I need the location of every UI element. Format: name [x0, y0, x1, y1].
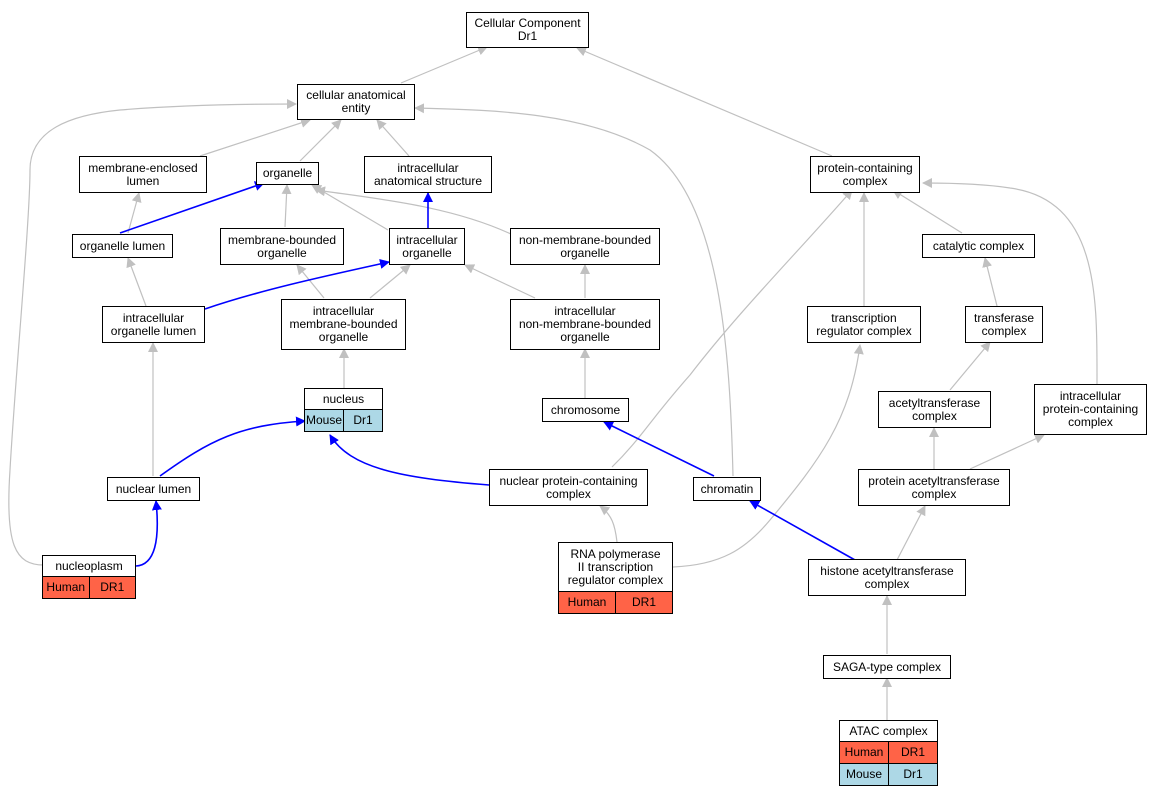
node-nuclear-lumen[interactable]: nuclear lumen — [107, 477, 200, 501]
species-mouse: Mouse — [840, 764, 888, 785]
node-intracellular-protein-containing-complex[interactable]: intracellular protein-containing complex — [1034, 384, 1147, 435]
edge-highlight-chromatin-chromosome — [603, 421, 715, 477]
atac-mouse-row: Mouse Dr1 — [839, 763, 938, 786]
nucleus-species-row: Mouse Dr1 — [304, 409, 383, 432]
edge-acetyl-trans — [949, 341, 991, 391]
node-membrane-enclosed-lumen[interactable]: membrane-enclosed lumen — [79, 156, 207, 193]
node-transcription-regulator-complex[interactable]: transcription regulator complex — [807, 306, 921, 343]
species-mouse: Mouse — [305, 410, 343, 431]
edge-nmbo-organelle — [315, 186, 514, 236]
node-organelle[interactable]: organelle — [256, 162, 319, 185]
species-human: Human — [840, 742, 888, 763]
gene-dr1: Dr1 — [343, 410, 382, 431]
species-human: Human — [559, 592, 615, 613]
edge-rnap-npcc — [599, 505, 618, 543]
node-transferase-complex[interactable]: transferase complex — [965, 306, 1043, 343]
edge-iol-ol — [126, 257, 147, 307]
node-nuclear-protein-containing-complex[interactable]: nuclear protein-containing complex — [489, 469, 648, 506]
edge-nucleoplasm-cae — [8, 99, 297, 566]
edge-ias-cae — [376, 119, 410, 157]
edge-highlight-nucleoplasm-nl — [135, 500, 162, 567]
edge-ol-mel — [127, 192, 142, 234]
node-cellular-component[interactable]: Cellular Component Dr1 — [466, 12, 589, 48]
node-rna-polymerase-ii-transcription-regulator-complex[interactable]: RNA polymerase II transcription regulato… — [558, 542, 673, 593]
edge-imbo-io — [369, 264, 411, 299]
edge-ipcc-pcc — [922, 178, 1098, 385]
node-chromatin[interactable]: chromatin — [693, 477, 761, 501]
edge-trans-cat — [982, 257, 998, 307]
edge-cae-cc — [400, 45, 488, 84]
node-catalytic-complex[interactable]: catalytic complex — [922, 234, 1035, 258]
node-nucleoplasm[interactable]: nucleoplasm — [42, 555, 136, 578]
nucleoplasm-species-row: Human DR1 — [42, 576, 136, 599]
gene-dr1: Dr1 — [888, 764, 937, 785]
edge-highlight-nl-nucleus — [159, 416, 306, 477]
node-membrane-bounded-organelle[interactable]: membrane-bounded organelle — [220, 228, 344, 265]
gene-dr1: DR1 — [88, 577, 135, 598]
node-cellular-anatomical-entity[interactable]: cellular anatomical entity — [297, 84, 415, 120]
node-intracellular-organelle-lumen[interactable]: intracellular organelle lumen — [102, 306, 205, 343]
node-protein-containing-complex[interactable]: protein-containing complex — [810, 156, 920, 193]
gene-dr1: DR1 — [615, 592, 672, 613]
edge-organelle-cae — [299, 119, 342, 162]
node-non-membrane-bounded-organelle[interactable]: non-membrane-bounded organelle — [510, 228, 660, 265]
species-human: Human — [43, 577, 89, 598]
gene-dr1: DR1 — [888, 742, 937, 763]
node-protein-acetyltransferase-complex[interactable]: protein acetyltransferase complex — [858, 469, 1010, 506]
node-nucleus[interactable]: nucleus — [304, 388, 383, 411]
edge-cat-pcc — [892, 189, 963, 234]
node-chromosome[interactable]: chromosome — [542, 398, 629, 422]
node-intracellular-membrane-bounded-organelle[interactable]: intracellular membrane-bounded organelle — [281, 299, 406, 350]
node-atac-complex[interactable]: ATAC complex — [839, 720, 938, 743]
edge-inmbo-io — [464, 264, 536, 299]
node-saga-type-complex[interactable]: SAGA-type complex — [823, 655, 951, 679]
node-intracellular-organelle[interactable]: intracellular organelle — [389, 228, 465, 265]
edge-pat-ipcc — [969, 434, 1045, 470]
edge-hat-pat — [896, 505, 926, 561]
atac-human-row: Human DR1 — [839, 741, 938, 764]
node-intracellular-non-membrane-bounded-organelle[interactable]: intracellular non-membrane-bounded organ… — [510, 299, 660, 350]
edge-highlight-ol-organelle — [119, 181, 265, 234]
edge-imbo-mbo — [296, 264, 325, 299]
edge-highlight-hat-chromatin — [749, 500, 856, 561]
rnap-species-row: Human DR1 — [558, 591, 673, 614]
node-histone-acetyltransferase-complex[interactable]: histone acetyltransferase complex — [808, 559, 966, 596]
edge-highlight-iol-io — [204, 259, 390, 310]
edge-rnap-trc — [672, 344, 864, 568]
node-acetyltransferase-complex[interactable]: acetyltransferase complex — [878, 391, 991, 428]
node-intracellular-anatomical-structure[interactable]: intracellular anatomical structure — [364, 156, 492, 193]
node-organelle-lumen[interactable]: organelle lumen — [72, 234, 173, 258]
edge-mbo-organelle — [281, 184, 292, 228]
edge-highlight-npcc-nucleus — [329, 434, 490, 486]
edge-chromatin-cae — [414, 103, 734, 477]
edge-mel-cae — [199, 118, 311, 157]
edge-pcc-cc — [576, 46, 833, 157]
